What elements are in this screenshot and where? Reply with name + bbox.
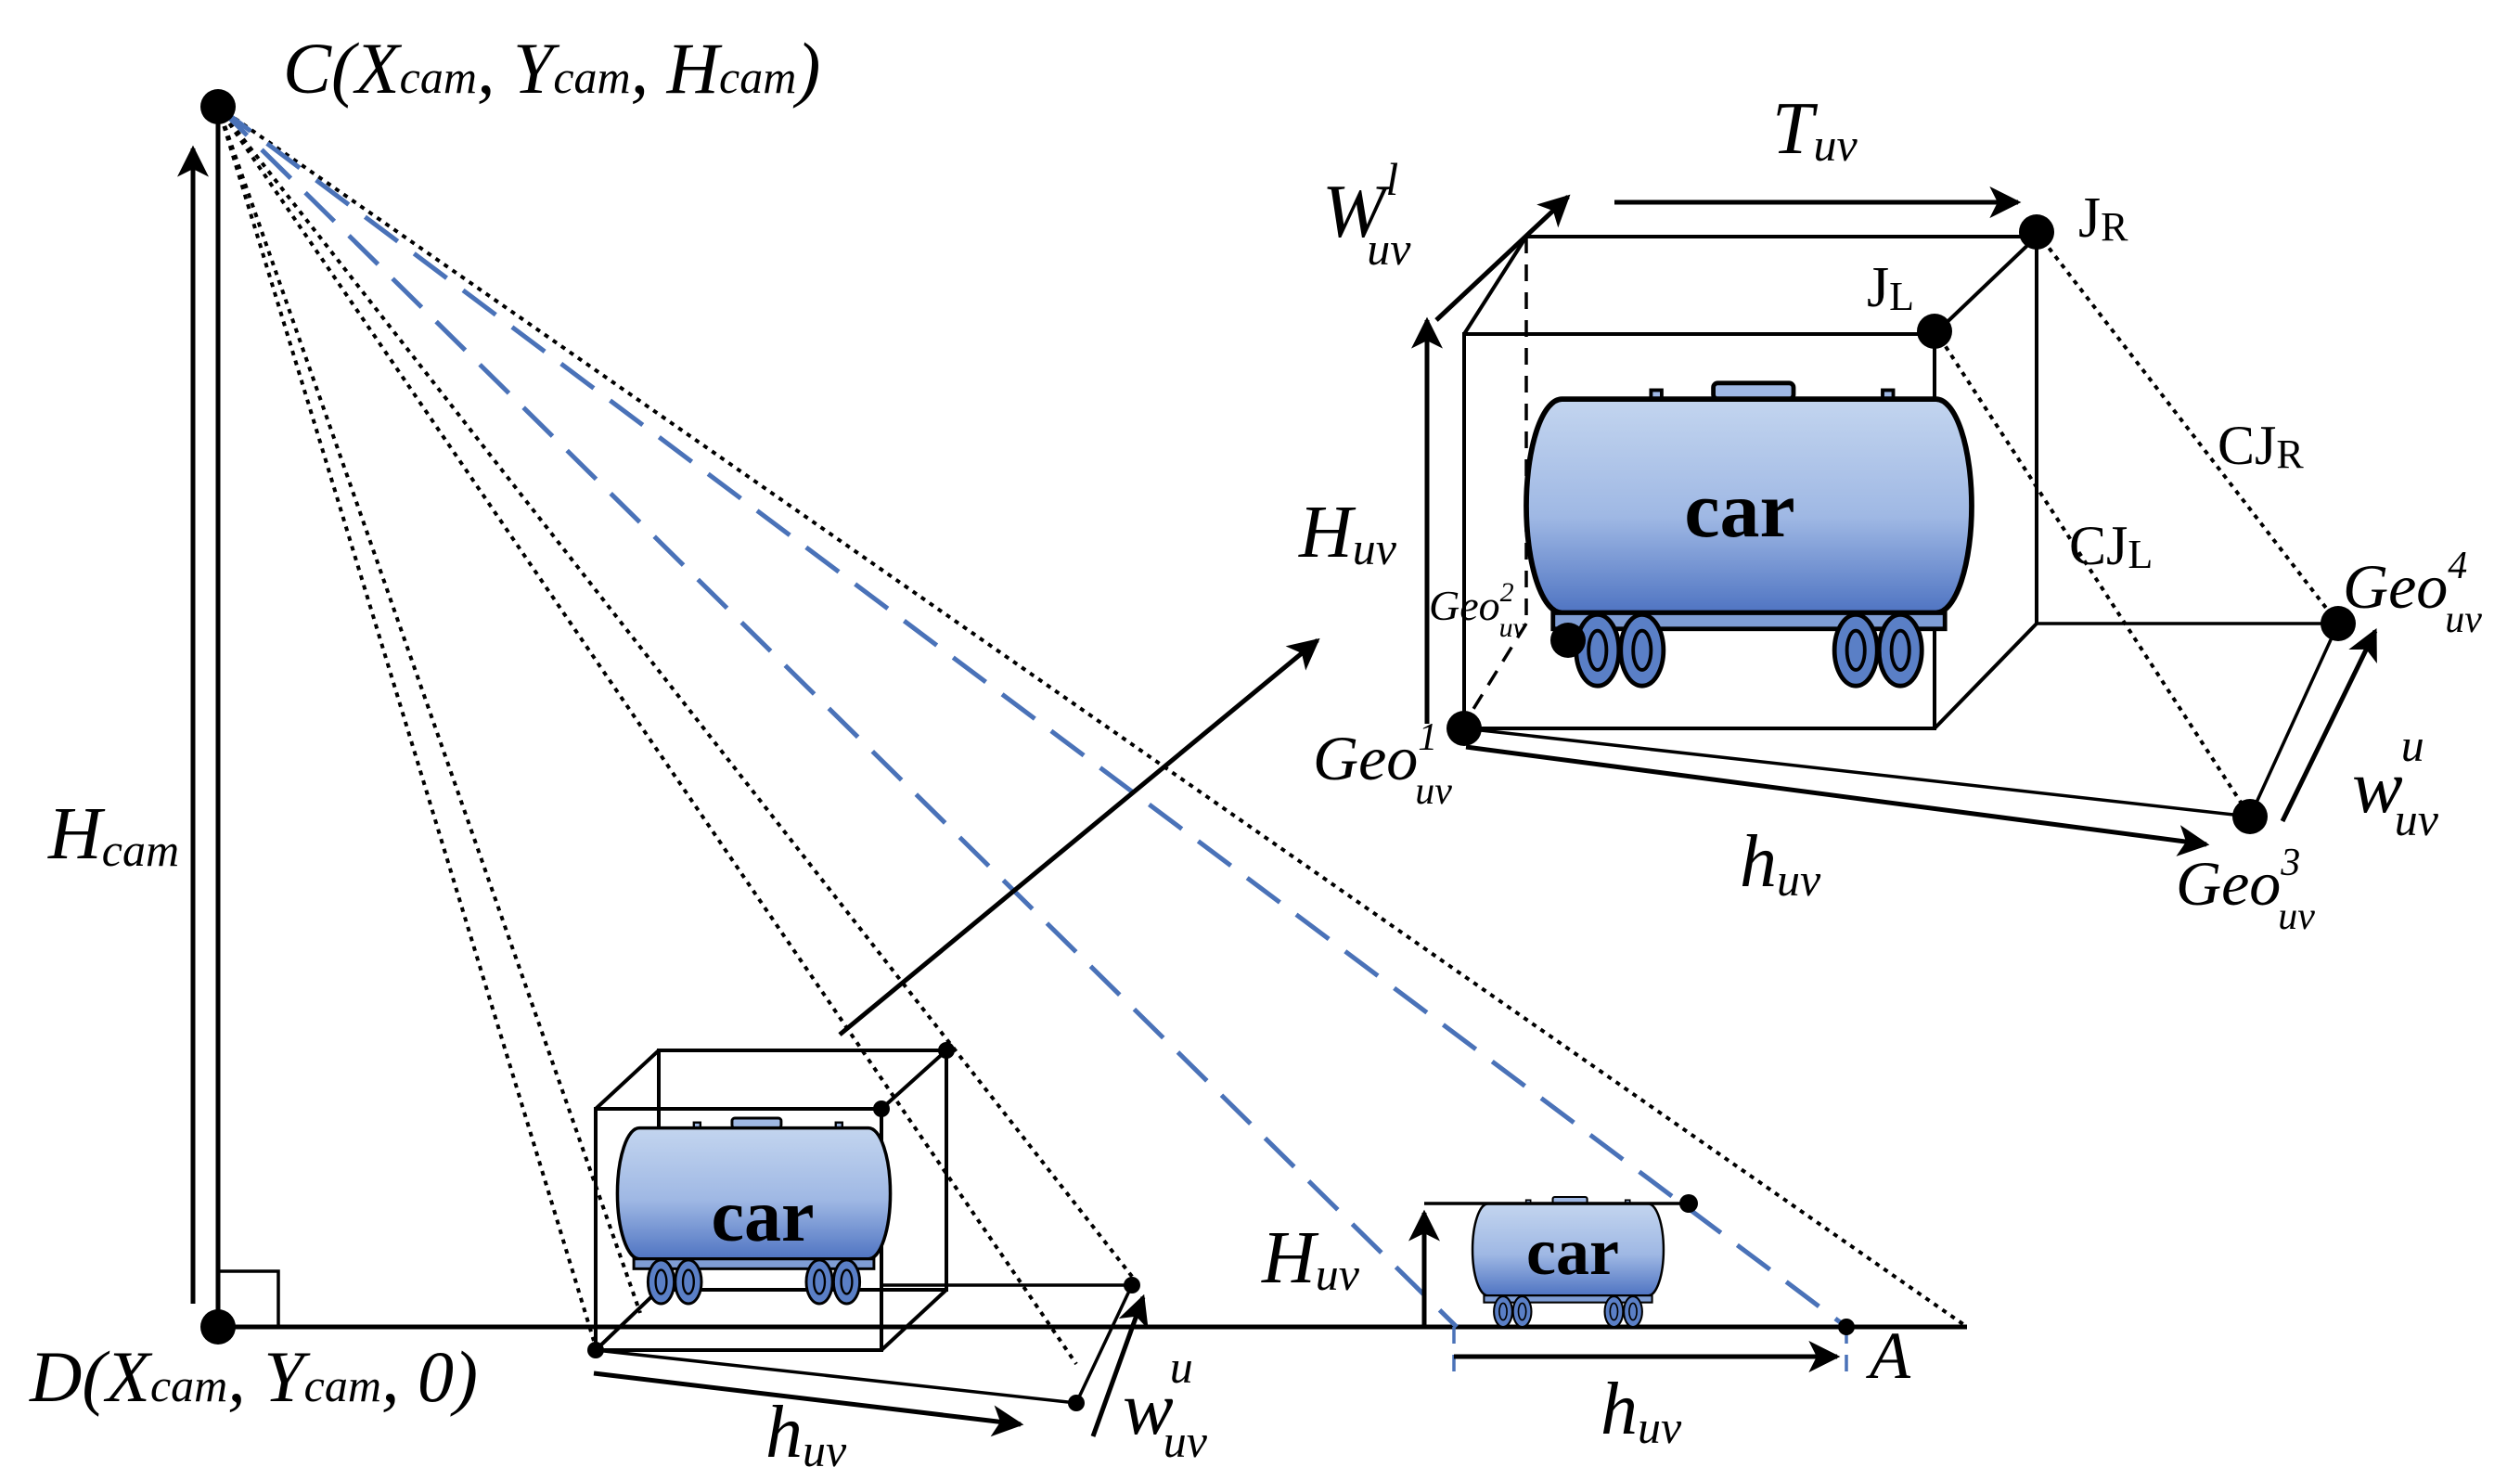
sight-line <box>216 105 1969 1329</box>
point-jr <box>2019 214 2054 250</box>
hcam-label: Hcam <box>47 793 179 876</box>
point-geo1 <box>1446 711 1482 746</box>
far-h-label: huv <box>1601 1369 1682 1453</box>
t-label: Tuv <box>1772 88 1858 171</box>
point-jl <box>1917 314 1952 349</box>
wl-arrow <box>1434 194 1571 322</box>
detail-car-label: car <box>1684 465 1794 554</box>
point-geo2 <box>1550 623 1586 658</box>
camera-pole <box>177 107 1967 1330</box>
sight-lines <box>216 104 1969 1366</box>
near-w-arrow <box>1090 1293 1149 1437</box>
point-a-label: A <box>1866 1319 1911 1393</box>
near-car-label: car <box>711 1176 814 1257</box>
blue-sight-line <box>216 104 1848 1330</box>
detail-h-arrow <box>1465 744 2210 856</box>
jr-label: JR <box>2078 187 2128 250</box>
detail-car-group: car <box>1411 187 2378 856</box>
detail-w-arrow <box>2280 627 2378 823</box>
point-a <box>1838 1319 1855 1335</box>
cjr-label: CJR <box>2218 415 2304 477</box>
right-angle-mark <box>218 1269 280 1327</box>
far-car-group: car <box>1408 1194 1855 1373</box>
camera-point-label: C(Xcam, Ycam, Hcam) <box>283 28 820 109</box>
detail-h-label: huv <box>1740 821 1821 906</box>
sight-line <box>216 106 642 1314</box>
near-car-group: car <box>587 637 1320 1437</box>
far-car-label: car <box>1526 1215 1619 1289</box>
point-geo3 <box>2232 799 2268 834</box>
camera-point-c <box>200 89 236 124</box>
sight-line <box>216 106 596 1342</box>
blue-sight-line <box>216 105 1459 1329</box>
ground-point-label: D(Xcam, Ycam, 0) <box>29 1336 478 1417</box>
near-h-label: huv <box>765 1392 847 1476</box>
point-geo4 <box>2321 606 2356 641</box>
detail-height-label: Huv <box>1298 492 1397 574</box>
ground-point-d <box>200 1309 236 1345</box>
zoom-arrow <box>838 637 1320 1036</box>
far-height-label: Huv <box>1261 1217 1360 1300</box>
near-h-arrow <box>593 1371 1024 1437</box>
cjl-label: CJL <box>2069 515 2153 577</box>
jl-label: JL <box>1867 256 1914 319</box>
sight-line <box>216 105 1078 1366</box>
sight-line <box>216 105 1138 1284</box>
